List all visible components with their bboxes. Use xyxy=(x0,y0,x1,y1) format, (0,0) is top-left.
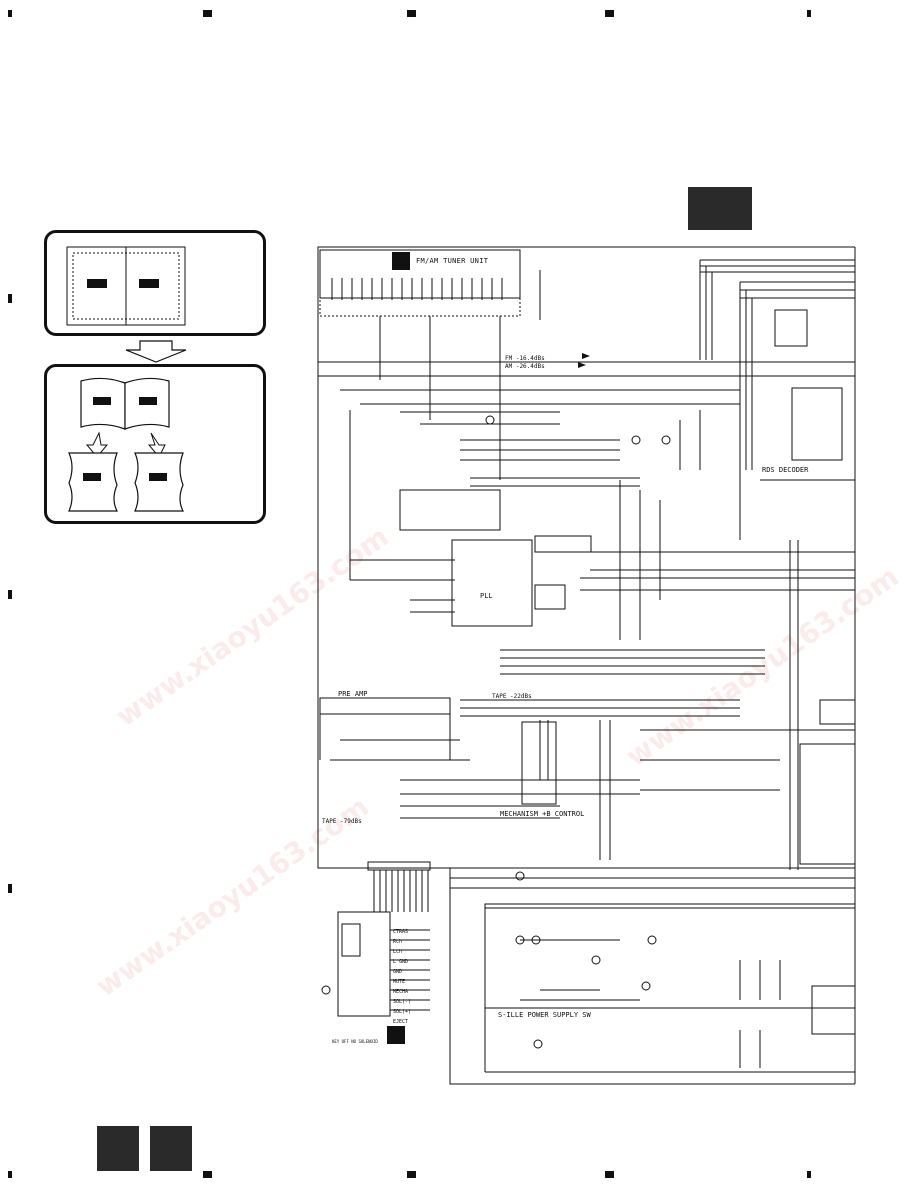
rds-decoder-box xyxy=(791,387,843,461)
deck-mechanism-box xyxy=(337,911,391,1017)
pll-label: PLL xyxy=(480,592,493,600)
registration-mark-left-1 xyxy=(8,294,12,303)
mechanism-label: MECHANISM +B CONTROL xyxy=(500,810,585,818)
pll-ic xyxy=(451,539,533,627)
registration-mark-top-2 xyxy=(203,10,212,17)
registration-mark-bottom-5 xyxy=(807,1171,811,1178)
pin-l-gnd: L GND xyxy=(393,959,409,965)
sheet-layout-drawing xyxy=(66,246,186,326)
tuner-pins xyxy=(331,278,503,300)
registration-mark-top-4 xyxy=(605,10,614,17)
pin-lch: Lch xyxy=(393,949,403,955)
connector-pin-list: CTRAS Rch Lch L GND GND MUTE MECHA SOL(-… xyxy=(393,927,433,1027)
deck-tag xyxy=(387,1026,405,1044)
registration-mark-bottom-2 xyxy=(203,1171,212,1178)
preamp-box xyxy=(319,697,451,715)
registration-mark-left-3 xyxy=(8,884,12,893)
schematic-border xyxy=(317,246,855,1085)
down-arrow-icon xyxy=(125,340,187,363)
am-level-label: AM -26.4dBs xyxy=(505,363,545,370)
registration-mark-bottom-3 xyxy=(407,1171,416,1178)
registration-mark-top-1 xyxy=(8,10,12,17)
page-index-block-left xyxy=(97,1126,139,1171)
pin-ctras: CTRAS xyxy=(393,929,409,935)
pin-mute: MUTE xyxy=(393,979,406,985)
registration-mark-top-5 xyxy=(807,10,811,17)
tape-level-left-label: TAPE -79dBs xyxy=(322,818,362,825)
pin-rch: Rch xyxy=(393,939,403,945)
book-layout-guide xyxy=(44,364,266,524)
pin-eject: EJECT xyxy=(393,1019,409,1025)
page-index-block-right xyxy=(150,1126,192,1171)
fm-level-label: FM -16.4dBs xyxy=(505,355,545,362)
rds-ic xyxy=(774,309,808,347)
power-supply-label: S-ILLE POWER SUPPLY SW xyxy=(498,1011,591,1019)
cn-strip xyxy=(367,861,431,871)
sheet-layout-guide xyxy=(44,230,266,336)
tuner-tag xyxy=(392,252,410,270)
rds-decoder-label: RDS DECODER xyxy=(762,466,809,474)
pin-sol-plus: SOL(+) xyxy=(393,1009,412,1015)
preamp-label: PRE AMP xyxy=(338,690,368,698)
pin-gnd: GND xyxy=(393,969,403,975)
registration-mark-bottom-4 xyxy=(605,1171,614,1178)
section-header-block xyxy=(688,187,752,230)
registration-mark-left-2 xyxy=(8,590,12,599)
registration-mark-bottom-1 xyxy=(8,1171,12,1178)
pin-sol-minus: SOL(-) xyxy=(393,999,412,1005)
key-note-label: KEY OFF NO SOLENOID xyxy=(332,1039,378,1044)
registration-mark-top-3 xyxy=(407,10,416,17)
tuner-label: FM/AM TUNER UNIT xyxy=(416,257,489,265)
pin-mecha: MECHA xyxy=(393,989,409,995)
book-layout-drawing xyxy=(68,377,184,512)
tape-level-right-label: TAPE -22dBs xyxy=(492,693,532,700)
